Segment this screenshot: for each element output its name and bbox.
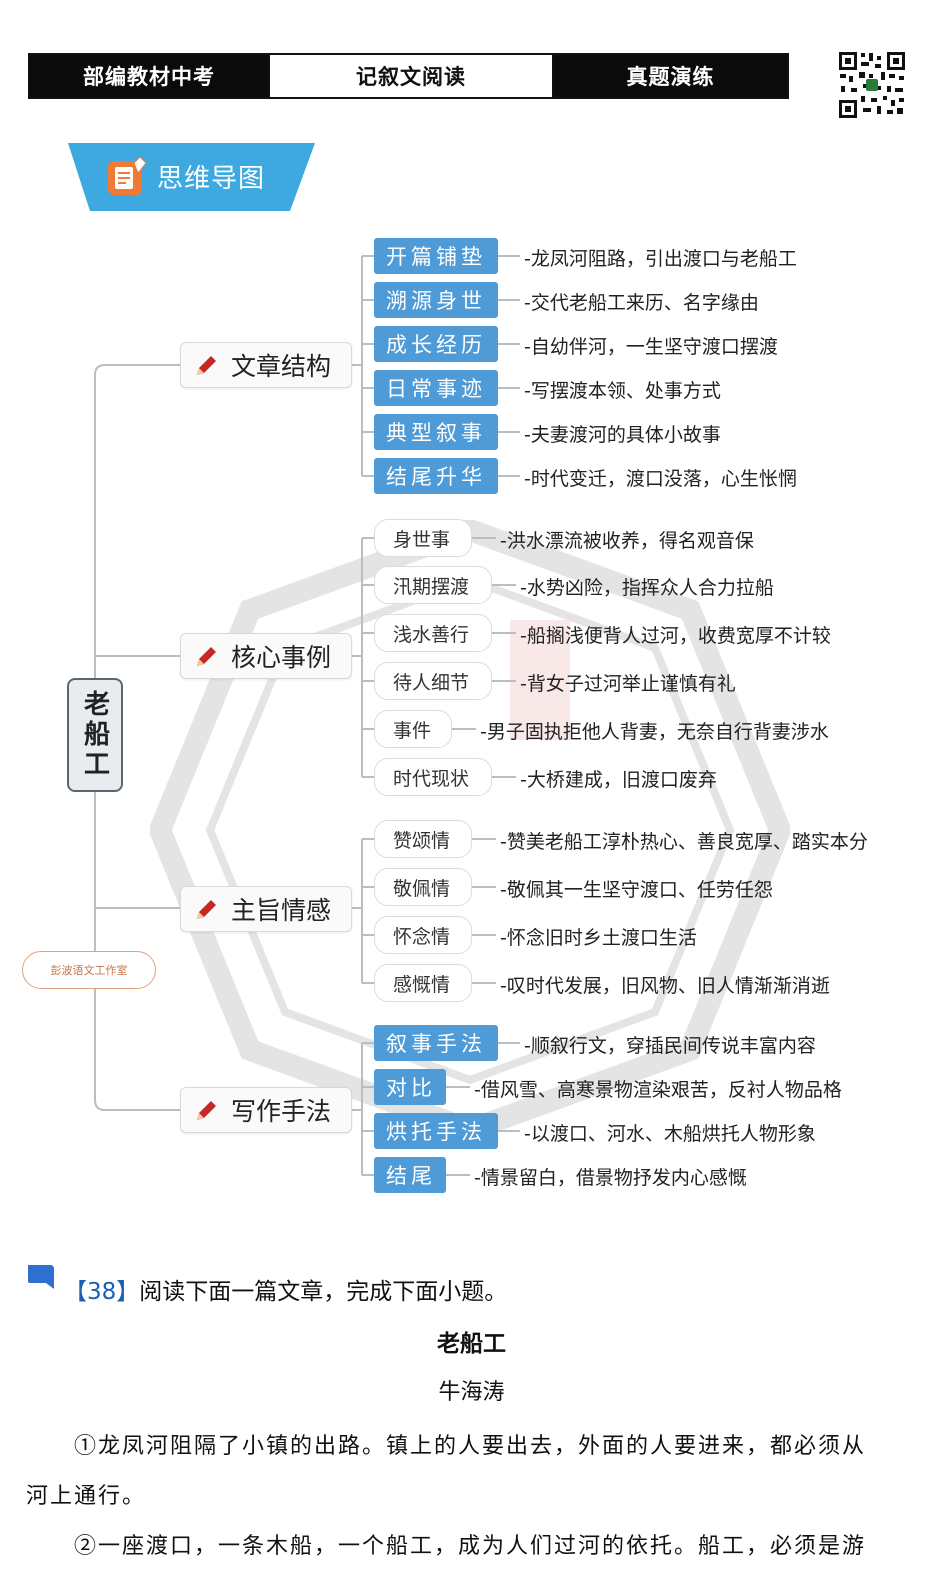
pill-node: 时代现状 [374,758,492,796]
tag-node: 结尾升华 [374,458,498,494]
pill-node: 感慨情 [374,964,472,1002]
branch-description: -大桥建成，旧渡口废弃 [520,769,717,791]
pencil-icon [197,356,216,375]
mindmap-banner-label: 思维导图 [157,164,266,194]
branch-description: -交代老船工来历、名字缘由 [524,292,759,314]
branch-description: -水势凶险，指挥众人合力拉船 [520,577,774,599]
pill-node: 事件 [374,710,452,748]
article-title: 老船工 [437,1331,506,1357]
branch-description: -男子固执拒他人背妻，无奈自行背妻涉水 [480,721,829,743]
category-label: 写作手法 [231,1097,332,1126]
tag-node: 溯源身世 [374,282,498,318]
tag-node: 开篇铺垫 [374,238,498,274]
branch-description: -情景留白，借景物抒发内心感慨 [474,1167,747,1189]
qr-code-icon [837,50,907,120]
root-node-label: 老船工 [79,690,110,780]
pill-node: 浅水善行 [374,614,492,652]
category-node-structure: 文章结构 [180,342,352,388]
branch-description: -顺叙行文，穿插民间传说丰富内容 [524,1035,816,1057]
branch-description: -怀念旧时乡土渡口生活 [500,927,697,949]
branch-description: -夫妻渡河的具体小故事 [524,424,721,446]
article-paragraph: 河上通行。 [26,1484,147,1509]
mindmap-banner [68,143,315,211]
category-label: 主旨情感 [231,896,332,925]
pill-node: 汛期摆渡 [374,566,492,604]
question-number: 【38】 [64,1279,140,1305]
category-node-events: 核心事例 [180,633,352,679]
branch-description: -叹时代发展，旧风物、旧人情渐渐消逝 [500,975,830,997]
pencil-icon [197,900,216,919]
question-line: 【38】阅读下面一篇文章，完成下面小题。 [64,1272,507,1306]
header-right-label: 真题演练 [554,55,787,97]
article-author: 牛海涛 [438,1380,505,1405]
branch-description: -洪水漂流被收养，得名观音保 [500,530,754,552]
branch-description: -借风雪、高寒景物渲染艰苦，反衬人物品格 [474,1079,842,1101]
pill-node: 赞颂情 [374,820,472,858]
tag-node: 烘托手法 [374,1113,498,1149]
category-label: 文章结构 [231,352,332,381]
branch-description: -敬佩其一生坚守渡口、任劳任怨 [500,879,773,901]
tag-node: 典型叙事 [374,414,498,450]
branch-description: -龙凤河阻路，引出渡口与老船工 [524,248,797,270]
tag-node: 叙事手法 [374,1025,498,1061]
branch-description: -写摆渡本领、处事方式 [524,380,721,402]
studio-badge: 彭波语文工作室 [22,951,156,989]
header-left-label: 部编教材中考 [30,55,268,97]
mindmap-connectors [94,255,520,1176]
header-bar: 部编教材中考 记叙文阅读 真题演练 [28,53,789,99]
tag-node: 日常事迹 [374,370,498,406]
branch-description: -以渡口、河水、木船烘托人物形象 [524,1123,816,1145]
category-label: 核心事例 [231,643,332,672]
root-node: 老船工 [67,678,123,792]
branch-description: -自幼伴河，一生坚守渡口摆渡 [524,336,778,358]
branch-description: -背女子过河举止谨慎有礼 [520,673,736,695]
question-text: 阅读下面一篇文章，完成下面小题。 [139,1279,508,1305]
header-center-label: 记叙文阅读 [268,55,554,97]
bookmark-icon [28,1265,54,1289]
article-paragraph: ①龙凤河阻隔了小镇的出路。镇上的人要出去，外面的人要进来，都必须从 [74,1434,867,1459]
tag-node: 结尾 [374,1157,446,1193]
pill-node: 敬佩情 [374,868,472,906]
pencil-icon [197,647,216,666]
tag-node: 成长经历 [374,326,498,362]
pill-node: 身世事 [374,519,472,557]
pencil-icon [197,1101,216,1120]
category-node-techniques: 写作手法 [180,1087,352,1133]
branch-description: -时代变迁，渡口没落，心生怅惘 [524,468,797,490]
branch-description: -船搁浅便背人过河，收费宽厚不计较 [520,625,831,647]
article-paragraph: ②一座渡口，一条木船，一个船工，成为人们过河的依托。船工，必须是游 [74,1534,867,1559]
pill-node: 待人细节 [374,662,492,700]
branch-description: -赞美老船工淳朴热心、善良宽厚、踏实本分 [500,831,868,853]
category-node-theme: 主旨情感 [180,886,352,932]
pill-node: 怀念情 [374,916,472,954]
tag-node: 对比 [374,1069,446,1105]
